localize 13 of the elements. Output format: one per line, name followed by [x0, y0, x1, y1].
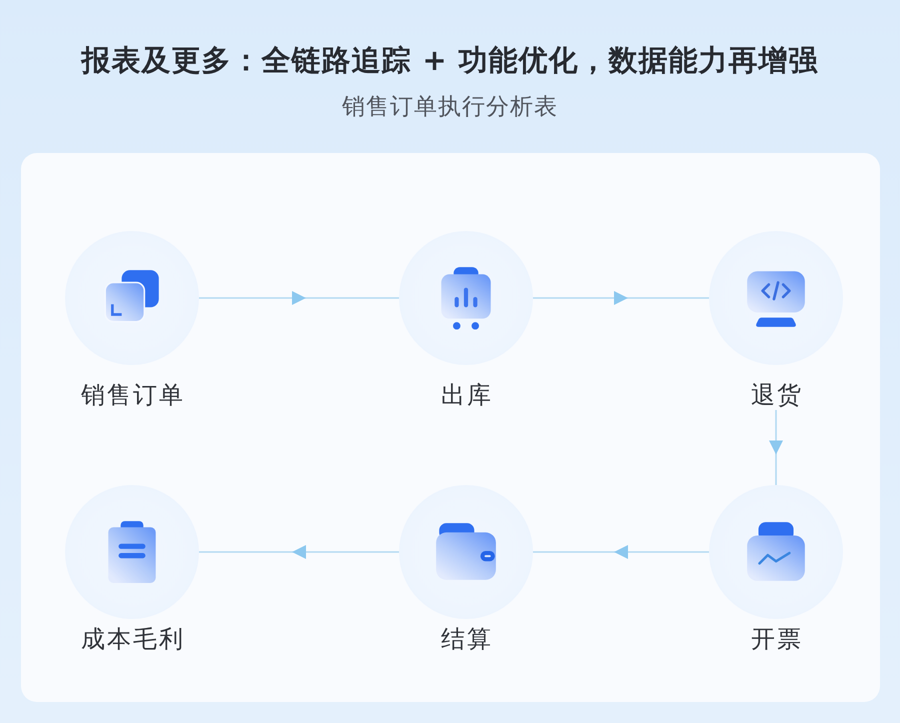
- step-label: 销售订单: [80, 380, 185, 410]
- step-label: 成本毛利: [80, 624, 185, 654]
- flow-arrow: [769, 410, 783, 485]
- step-label: 出库: [440, 380, 493, 410]
- flow-arrow: [533, 291, 709, 305]
- step-label: 结算: [440, 624, 493, 654]
- flow-arrow: [199, 291, 399, 305]
- step-label: 退货: [750, 380, 803, 410]
- step-label: 开票: [750, 624, 803, 654]
- flow-arrow: [533, 545, 709, 559]
- subtitle: 销售订单执行分析表: [342, 93, 558, 122]
- flow-arrow: [199, 545, 399, 559]
- title: 报表及更多：全链路追踪 + 功能优化，数据能力再增强: [81, 42, 819, 79]
